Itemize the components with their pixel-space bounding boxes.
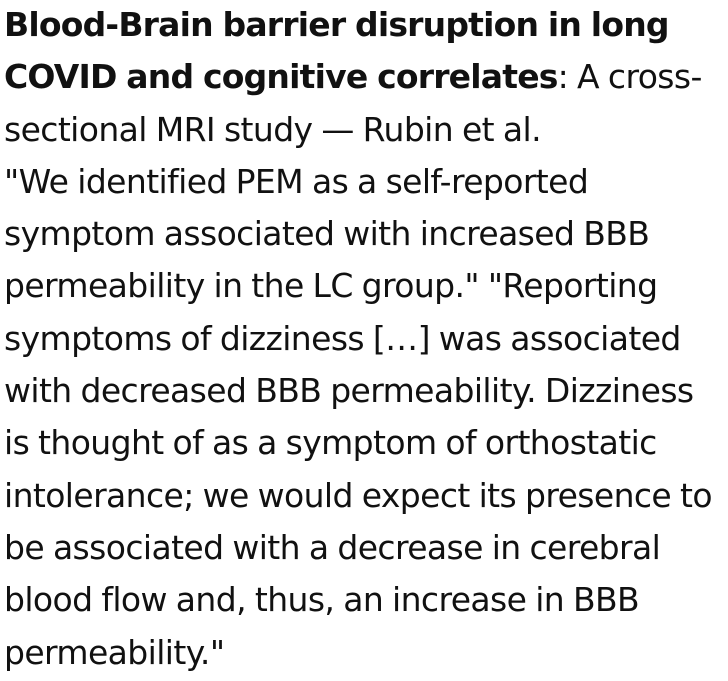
- quoted-text: "We identified PEM as a self-reported sy…: [4, 161, 713, 672]
- paper-title: Blood-Brain barrier disruption in long C…: [4, 5, 670, 97]
- paper-subtitle: : A cross-sectional MRI study — Rubin et…: [4, 57, 702, 149]
- citation-line: Blood-Brain barrier disruption in long C…: [4, 0, 724, 156]
